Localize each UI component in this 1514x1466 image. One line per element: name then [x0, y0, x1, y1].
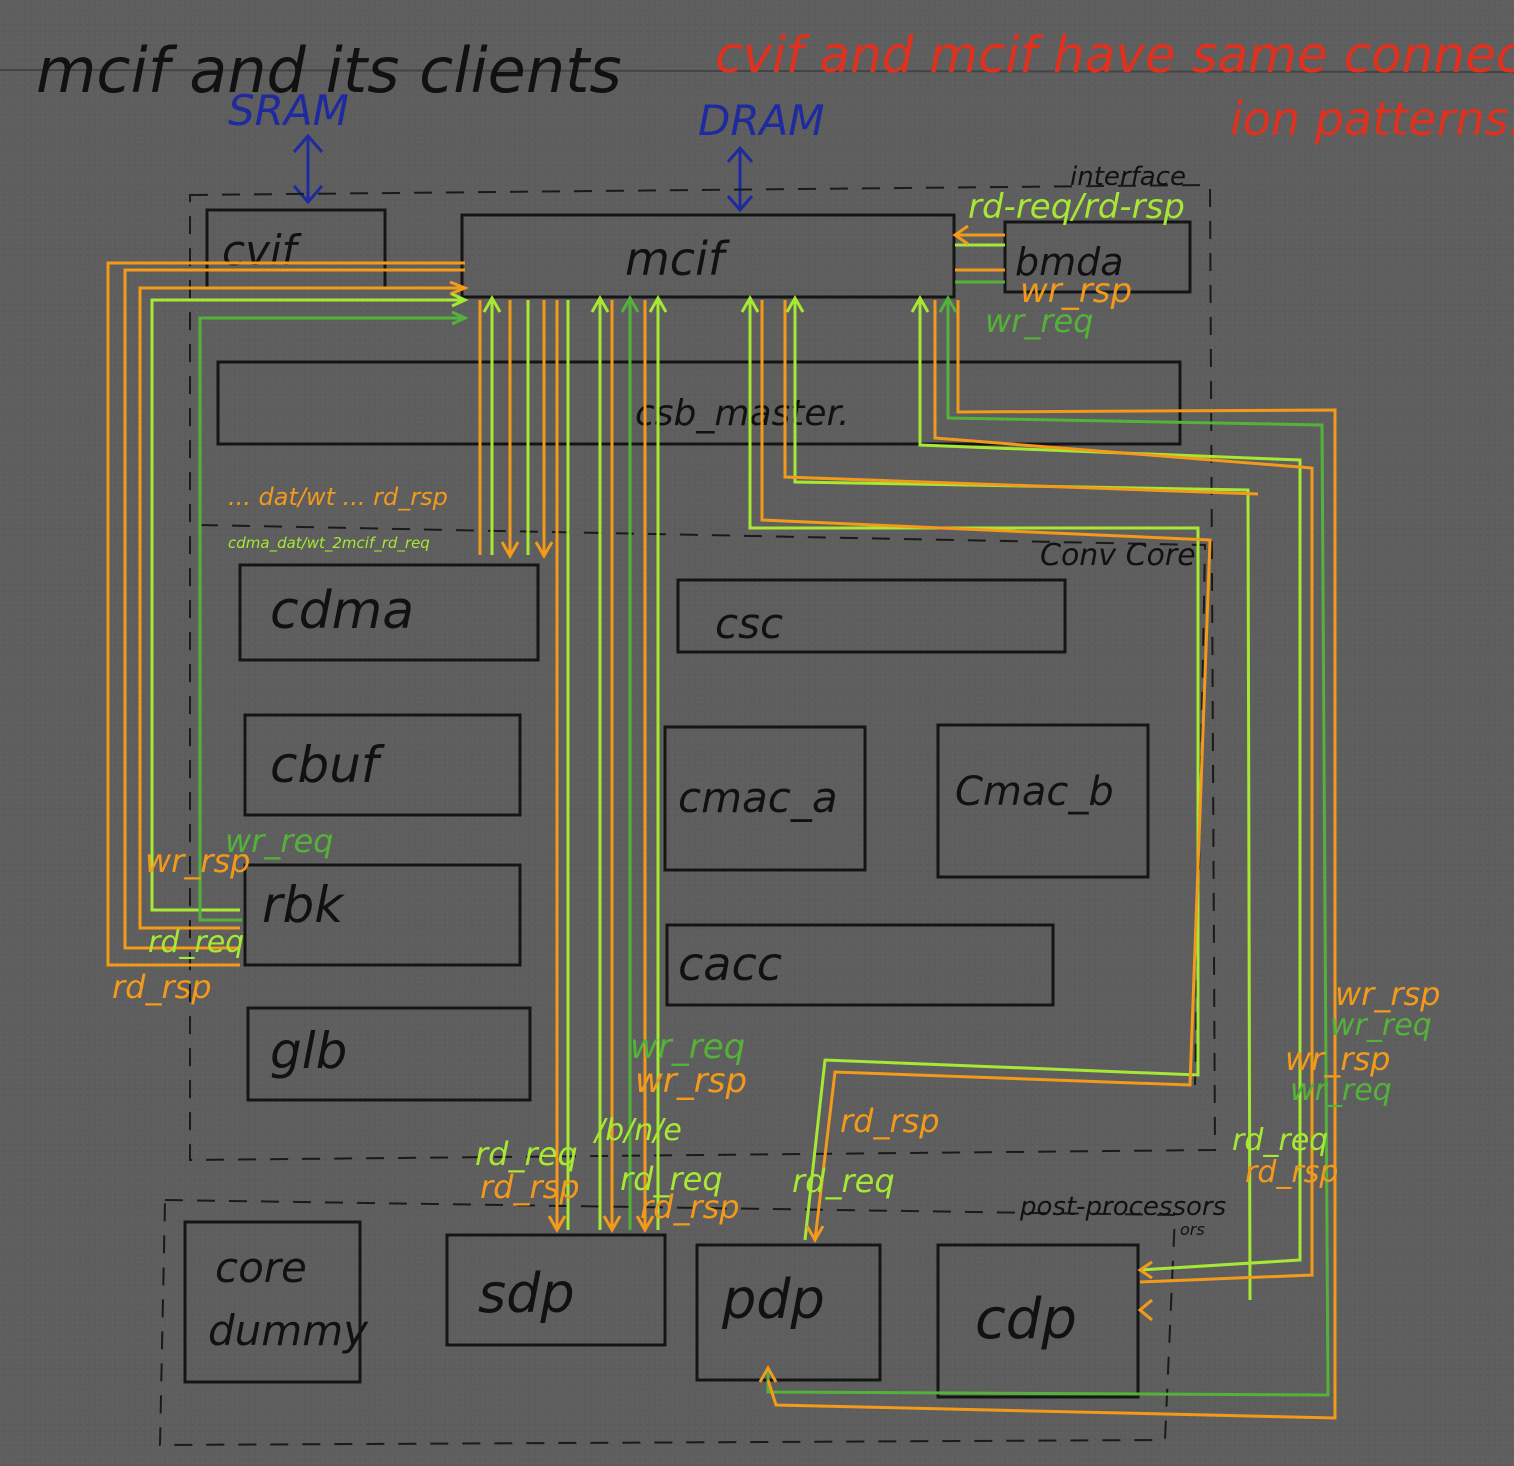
csb-master-block[interactable]: csb_master.	[216, 360, 1182, 446]
rbk-rd-req-signal-label: rd_req	[148, 925, 244, 960]
cbuf-label: cbuf	[270, 736, 385, 794]
interface-group-boundary	[189, 183, 1217, 1162]
sdp-rd-rsp-signal-label: rd_rsp	[480, 1168, 580, 1206]
header-rule	[0, 69, 1514, 73]
rbk-label: rbk	[262, 876, 345, 934]
cacc-label: cacc	[678, 937, 782, 991]
cvif-block[interactable]: cvif	[205, 208, 387, 290]
rbk-block[interactable]: rbk	[243, 863, 522, 967]
csb-master-label: csb_master.	[635, 393, 850, 434]
core-dummy-block[interactable]: core dummy	[183, 1220, 369, 1384]
bdma-rd-signal-label: rd-req/rd-rsp	[968, 187, 1185, 227]
glb-block[interactable]: glb	[246, 1006, 532, 1102]
sdp-wr-rsp-signal-label: wr_rsp	[635, 1061, 747, 1101]
sdp-rd-req-signal-label: rd_req	[475, 1135, 578, 1173]
cdma-mcif-links	[478, 294, 554, 560]
cdma-label: cdma	[270, 581, 414, 641]
cdp-wr-req1-signal-label: wr_req	[1330, 1008, 1432, 1043]
pdp-mcif-links	[740, 294, 1259, 1301]
cdp-wr-rsp1-signal-label: wr_rsp	[1335, 975, 1440, 1013]
cmac-a-block[interactable]: cmac_a	[663, 725, 867, 872]
cdp-wr-rsp2-signal-label: wr_rsp	[1285, 1040, 1390, 1078]
note-line-2: ion patterns.	[1230, 92, 1514, 146]
sdp-label: sdp	[478, 1262, 575, 1325]
note-line-1: cvif and mcif have same connect-	[715, 26, 1514, 84]
cdp-rd-rsp-signal-label: rd_rsp	[1245, 1155, 1338, 1190]
cdma-rd-rsp-signal-label: ... dat/wt ... rd_rsp	[228, 483, 448, 511]
pdp-rd-rsp-signal-label: rd_rsp	[840, 1102, 940, 1140]
pdp-block[interactable]: pdp	[695, 1243, 882, 1382]
bdma-mcif-links	[952, 224, 1005, 284]
cdma-block[interactable]: cdma	[238, 563, 540, 662]
cbuf-block[interactable]: cbuf	[243, 713, 522, 817]
bdma-wr-req-signal-label: wr_req	[985, 302, 1093, 340]
sdp-rd-req2-signal-label: rd_req	[620, 1160, 723, 1198]
sdp-wr-req-signal-label: wr_req	[630, 1027, 745, 1067]
glb-label: glb	[270, 1022, 347, 1080]
cdp-rd-req-signal-label: rd_req	[1232, 1123, 1328, 1158]
conv-core-group-boundary	[199, 524, 1207, 1086]
cdp-block[interactable]: cdp	[936, 1243, 1140, 1399]
core-dummy-label-2: dummy	[208, 1306, 369, 1355]
bdma-block[interactable]: bmda	[1003, 220, 1192, 294]
sram-arrow	[292, 133, 324, 205]
cvif-label: cvif	[222, 226, 303, 275]
rbk-rd-rsp-signal-label: rd_rsp	[112, 968, 212, 1006]
cmac-a-label: cmac_a	[678, 773, 838, 822]
mcif-block[interactable]: mcif	[460, 213, 956, 299]
sdp-block[interactable]: sdp	[445, 1233, 667, 1347]
page-title: mcif and its clients	[36, 34, 622, 107]
sdp-mcif-links	[547, 294, 668, 1234]
interface-group-label: interface	[1070, 162, 1186, 192]
rbk-mcif-links	[106, 261, 470, 967]
post-processors-group-label-2: ors	[1180, 1220, 1205, 1239]
post-processors-group-label: post-processors	[1019, 1192, 1226, 1222]
post-processors-group-boundary	[158, 1198, 1177, 1447]
dram-arrow	[726, 145, 754, 213]
cdp-wr-req2-signal-label: wr_req	[1290, 1073, 1392, 1108]
mcif-label: mcif	[625, 232, 730, 286]
bdma-wr-rsp-signal-label: wr_rsp	[1020, 271, 1132, 311]
csc-block[interactable]: csc	[676, 578, 1067, 654]
csc-label: csc	[715, 599, 783, 648]
sdp-rd-rsp2-signal-label: rd_rsp	[640, 1188, 740, 1226]
dram-label: DRAM	[698, 96, 825, 145]
sdp-bne-signal-label: /b/n/e	[592, 1113, 682, 1148]
cdma-rd-req-signal-label: cdma_dat/wt_2mcif_rd_req	[228, 534, 430, 553]
cacc-block[interactable]: cacc	[665, 923, 1055, 1007]
cmac-b-block[interactable]: Cmac_b	[936, 723, 1150, 879]
sram-label: SRAM	[228, 86, 349, 135]
rbk-wr-req-signal-label: wr_req	[225, 822, 333, 860]
bdma-label: bmda	[1015, 240, 1124, 284]
pdp-rd-req-signal-label: rd_req	[792, 1162, 895, 1200]
cmac-b-label: Cmac_b	[955, 769, 1114, 815]
rbk-wr-rsp-signal-label: wr_rsp	[145, 842, 250, 880]
core-dummy-label-1: core	[215, 1243, 307, 1292]
cdp-label: cdp	[975, 1287, 1077, 1352]
cdp-mcif-links	[758, 294, 1337, 1420]
pdp-label: pdp	[721, 1268, 825, 1331]
conv-core-group-label: Conv Core	[1040, 538, 1196, 573]
